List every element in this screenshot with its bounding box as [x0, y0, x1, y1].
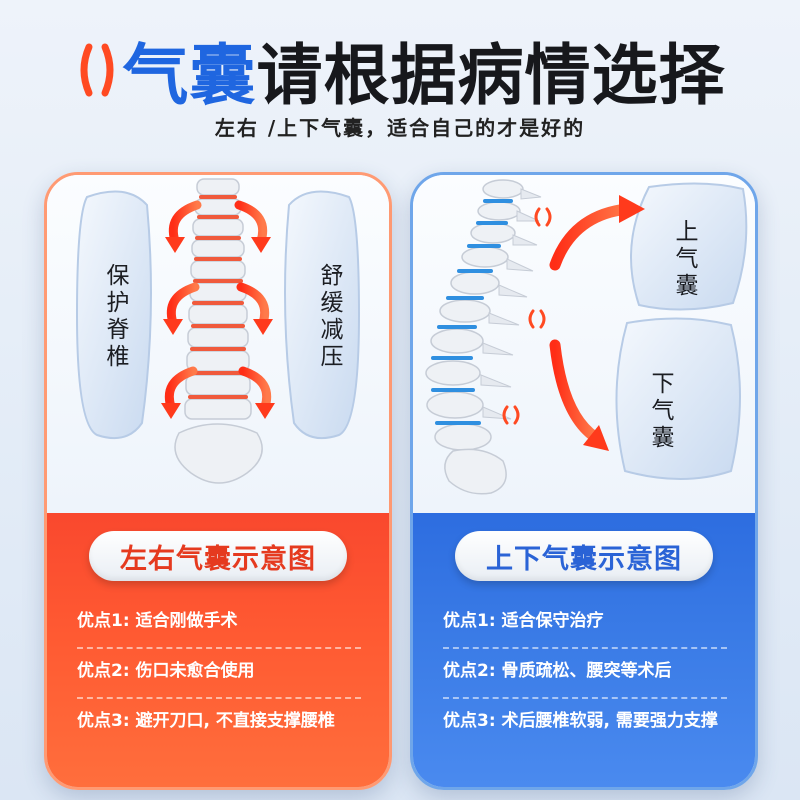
spine-illustration: [75, 178, 361, 484]
pill-label: 上下气囊示意图: [486, 543, 682, 575]
divider: [77, 697, 361, 699]
upper-cushion-shape: [630, 182, 748, 311]
right-cushion-shape: [284, 190, 361, 439]
page-title: 气囊 请根据病情选择: [0, 28, 800, 114]
pill-label: 左右气囊示意图: [120, 543, 316, 575]
up-arrow-path: [549, 203, 633, 271]
divider: [77, 647, 361, 649]
left-card-info: 左右气囊示意图 优点1: 适合刚做手术 优点2: 伤口未愈合使用 优点3: 避开…: [47, 513, 389, 787]
spine-discs: [188, 195, 248, 399]
right-advantages-list: 优点1: 适合保守治疗 优点2: 骨质疏松、腰突等术后 优点3: 术后腰椎软弱,…: [443, 599, 727, 747]
list-item: 优点3: 术后腰椎软弱, 需要强力支撑: [443, 711, 718, 731]
up-arrow-head: [619, 195, 645, 223]
list-item: 优点3: 避开刀口, 不直接支撑腰椎: [77, 711, 335, 731]
divider: [443, 697, 727, 699]
pelvis-shape: [444, 448, 507, 495]
right-bag-label: 舒缓减压: [316, 263, 342, 371]
left-advantages-list: 优点1: 适合刚做手术 优点2: 伤口未愈合使用 优点3: 避开刀口, 不直接支…: [77, 599, 361, 747]
down-arrow-head: [583, 425, 609, 451]
lower-cushion-shape: [615, 317, 741, 480]
subtitle: 左右 /上下气囊，适合自己的才是好的: [214, 116, 586, 140]
upper-bag-label: 上气囊: [671, 219, 697, 300]
right-airbag-illustration: 上气囊 下气囊: [413, 175, 755, 513]
spinous-processes: [480, 188, 542, 420]
down-arrow-path: [549, 339, 601, 443]
left-airbag-illustration: 保护脊椎 舒缓减压: [47, 175, 389, 513]
right-airbag-card: 上气囊 下气囊 上下气囊示意图 优点1: 适合保守治疗 优点2: 骨质疏松、腰突…: [410, 172, 758, 790]
right-diagram-title-pill: 上下气囊示意图: [455, 531, 713, 581]
right-card-info: 上下气囊示意图 优点1: 适合保守治疗 优点2: 骨质疏松、腰突等术后 优点3:…: [413, 513, 755, 787]
left-diagram-title-pill: 左右气囊示意图: [89, 531, 347, 581]
spine-vertebrae: [425, 179, 524, 451]
list-item: 优点1: 适合刚做手术: [77, 611, 238, 631]
divider: [443, 647, 727, 649]
pelvis-shape: [174, 423, 263, 484]
spine-discs: [431, 199, 513, 425]
left-cushion-shape: [75, 190, 152, 439]
arrow-heads: [161, 237, 275, 419]
left-bag-label: 保护脊椎: [102, 263, 128, 371]
pressure-arrows: [164, 200, 272, 412]
title-accent: 气囊: [122, 37, 257, 114]
list-item: 优点1: 适合保守治疗: [443, 611, 604, 631]
title-text: 请根据病情选择: [256, 37, 726, 114]
left-airbag-card: 保护脊椎 舒缓减压 左右气囊示意图 优点1: 适合刚做手术 优点2: 伤口未愈合…: [44, 172, 392, 790]
spine-side-illustration: [425, 179, 748, 495]
heat-marks: [502, 207, 552, 425]
lower-bag-label: 下气囊: [647, 371, 673, 452]
list-item: 优点2: 骨质疏松、腰突等术后: [443, 661, 672, 681]
heat-wave-icon: [80, 43, 113, 97]
list-item: 优点2: 伤口未愈合使用: [77, 661, 255, 681]
